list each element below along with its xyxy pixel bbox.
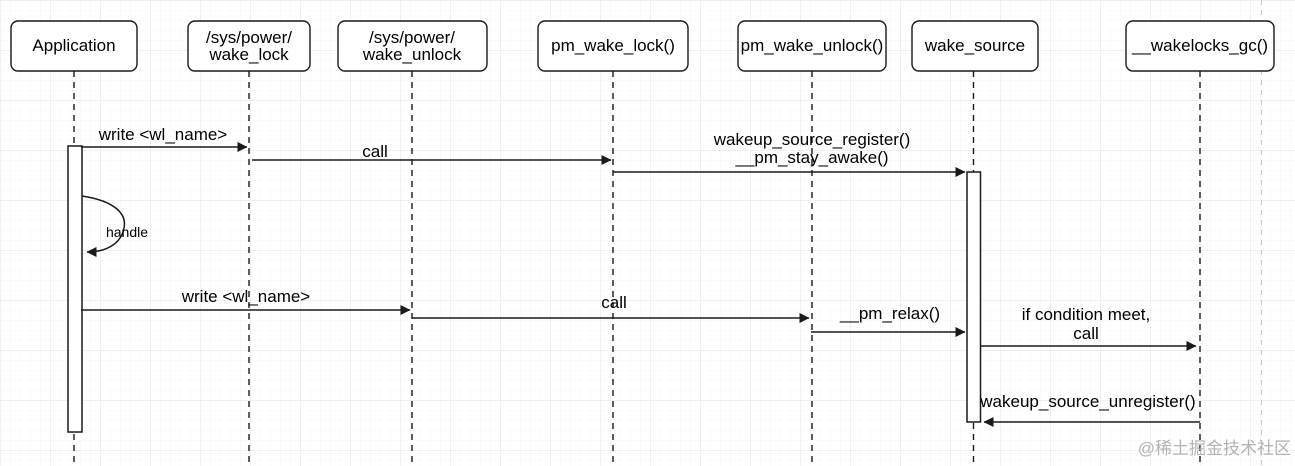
message-label: call [1073,324,1099,343]
message-call-pm-wake-unlock: call [412,293,810,323]
participant-label: __wakelocks_gc() [1131,36,1268,55]
participant-label: /sys/power/ [206,28,292,47]
participant-sys-power-wake-lock: /sys/power/ wake_lock [187,20,311,72]
participant-label: pm_wake_lock() [551,36,675,55]
message-label: wakeup_source_register() [713,130,911,149]
participant-label: Application [32,36,115,55]
message-write-wl-name-lock: write <wl_name> [81,125,248,152]
participant-label: /sys/power/ [369,28,455,47]
participant-label: wake_lock [208,45,289,64]
participant-label: wake_unlock [362,45,462,64]
participant-application: Application [10,20,138,72]
message-label: wakeup_source_unregister() [979,392,1195,411]
message-wakeup-source-unregister: wakeup_source_unregister() [979,392,1200,427]
participant-box [337,20,488,72]
participant-box [10,20,138,72]
message-label: write <wl_name> [98,125,228,144]
participant-box [911,20,1039,72]
message-arrow [81,195,126,257]
message-label: call [601,293,627,312]
watermark: @稀土掘金技术社区 [1138,439,1291,458]
participant-box [737,20,887,72]
activation-bar-application [67,145,83,433]
message-label: __pm_stay_awake() [734,148,888,167]
message-write-wl-name-unlock: write <wl_name> [81,287,411,315]
participant-pm-wake-lock: pm_wake_lock() [537,20,689,72]
message-if-condition-call: if condition meet, call [980,305,1197,351]
participant-box [1125,20,1275,72]
participant-label: pm_wake_unlock() [741,36,884,55]
activation-bar-wake-source [966,171,982,423]
message-label: if condition meet, [1022,305,1151,324]
message-call-pm-wake-lock: call [252,142,612,165]
message-label: __pm_relax() [839,304,940,323]
message-handle-self-loop: handle [81,195,148,257]
participant-wakelocks-gc: __wakelocks_gc() [1125,20,1275,72]
participant-sys-power-wake-unlock: /sys/power/ wake_unlock [337,20,488,72]
message-wakeup-source-register: wakeup_source_register() __pm_stay_awake… [613,130,966,177]
message-label: write <wl_name> [181,287,311,306]
message-label: call [362,142,388,161]
participant-box [537,20,689,72]
participant-box [187,20,311,72]
participant-label: wake_source [924,36,1025,55]
participant-pm-wake-unlock: pm_wake_unlock() [737,20,887,72]
message-label: handle [106,224,148,240]
participant-wake-source: wake_source [911,20,1039,72]
message-pm-relax: __pm_relax() [811,304,966,337]
